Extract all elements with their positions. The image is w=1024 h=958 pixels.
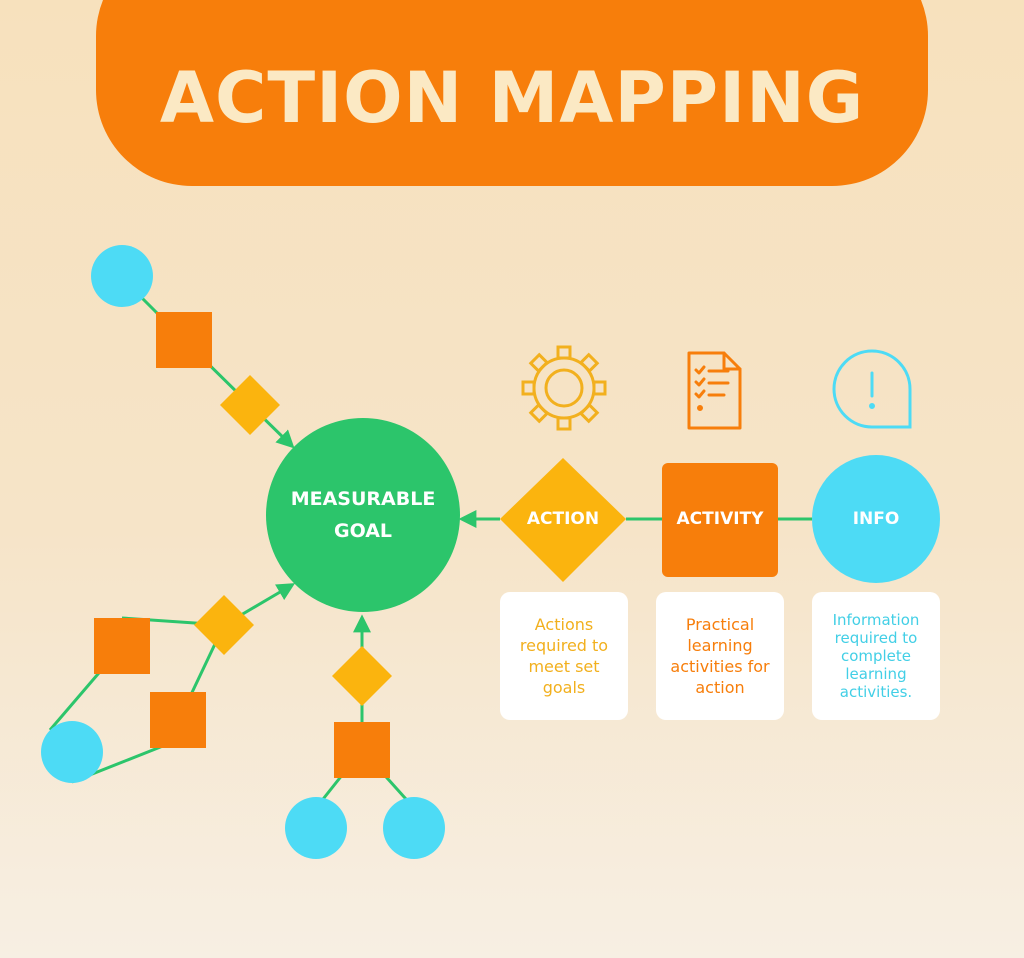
page-title: ACTION MAPPING xyxy=(159,57,865,139)
activity-square-node xyxy=(156,312,212,368)
exclamation-speech-bubble-icon xyxy=(832,349,912,429)
info-circle-node xyxy=(41,721,103,783)
activity-label: ACTIVITY xyxy=(676,509,764,529)
action-diamond-node xyxy=(194,595,254,655)
info-circle-node xyxy=(383,797,445,859)
info-circle-node xyxy=(91,245,153,307)
activity-square-node xyxy=(334,722,390,778)
activity-square-node xyxy=(94,618,150,674)
activity-node xyxy=(662,463,778,577)
info-circle-node xyxy=(285,797,347,859)
gear-icon xyxy=(521,345,607,431)
activity-description-card: Practical learning activities for action xyxy=(656,592,784,720)
title-banner xyxy=(96,0,928,186)
info-description-card: Information required to complete learnin… xyxy=(812,592,940,720)
measurable-goal-label: MEASURABLE GOAL xyxy=(290,488,436,542)
action-diamond-node xyxy=(332,646,392,706)
checklist-document-icon xyxy=(687,351,742,430)
action-description-card: Actions required to meet set goals xyxy=(500,592,628,720)
action-label: ACTION xyxy=(526,509,600,529)
measurable-goal-node xyxy=(266,418,460,612)
info-node xyxy=(812,455,940,583)
action-diamond-node xyxy=(220,375,280,435)
info-label: INFO xyxy=(852,509,900,529)
action-node xyxy=(500,458,626,582)
activity-square-node xyxy=(150,692,206,748)
